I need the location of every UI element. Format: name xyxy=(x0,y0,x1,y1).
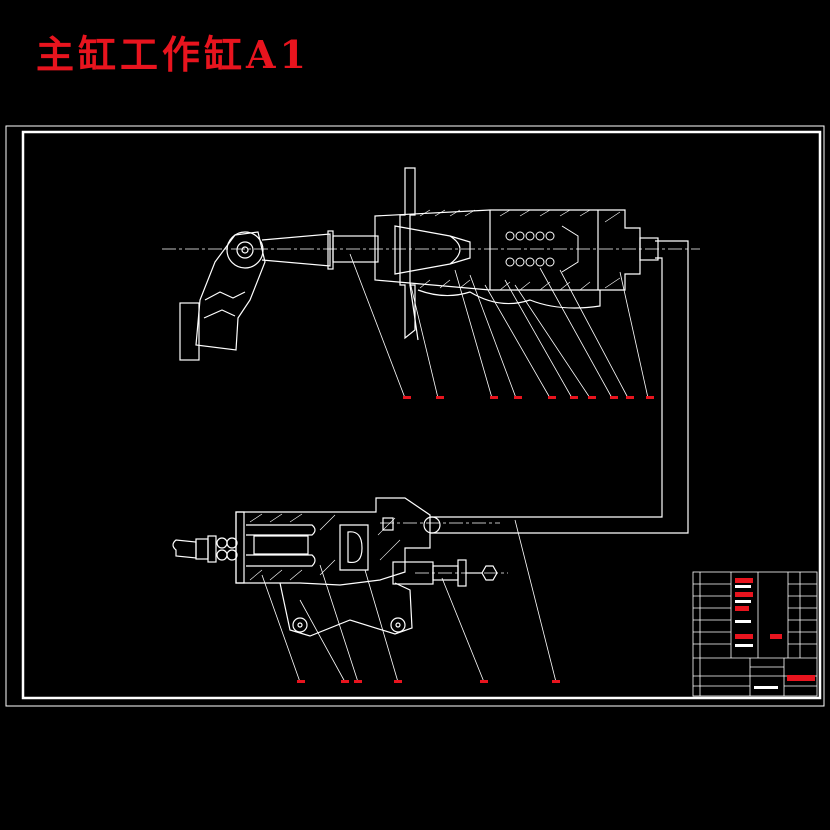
upper-leader-marks xyxy=(403,396,654,399)
mounting-flange xyxy=(399,167,416,340)
title-block-white-marks xyxy=(735,585,778,689)
lower-leader-marks xyxy=(297,680,560,683)
drawing-title: 主缸工作缸A1 xyxy=(36,32,310,77)
spring-coils-icon xyxy=(505,225,579,273)
master-cylinder-assembly xyxy=(162,167,700,361)
outer-frame xyxy=(5,125,825,707)
slave-body xyxy=(235,497,431,586)
clevis-pivot-icon xyxy=(226,231,264,269)
inner-frame xyxy=(21,130,822,700)
slave-cylinder-assembly xyxy=(172,497,508,637)
pedal-pad xyxy=(179,302,200,361)
mounting-bracket xyxy=(279,582,413,637)
cylinder-body xyxy=(374,209,641,291)
upper-leader-lines xyxy=(349,253,649,399)
slave-piston xyxy=(253,535,309,555)
reservoir-break-line xyxy=(417,289,601,309)
piston xyxy=(394,225,471,275)
pedal-lever xyxy=(195,231,266,351)
outlet-port xyxy=(639,237,659,261)
lower-leader-lines xyxy=(261,519,557,683)
push-rod xyxy=(261,233,331,267)
hydraulic-line xyxy=(430,240,689,534)
title-block-red-marks xyxy=(735,578,815,681)
section-hatching xyxy=(419,209,621,291)
bleeder-nozzle-icon xyxy=(172,535,238,563)
